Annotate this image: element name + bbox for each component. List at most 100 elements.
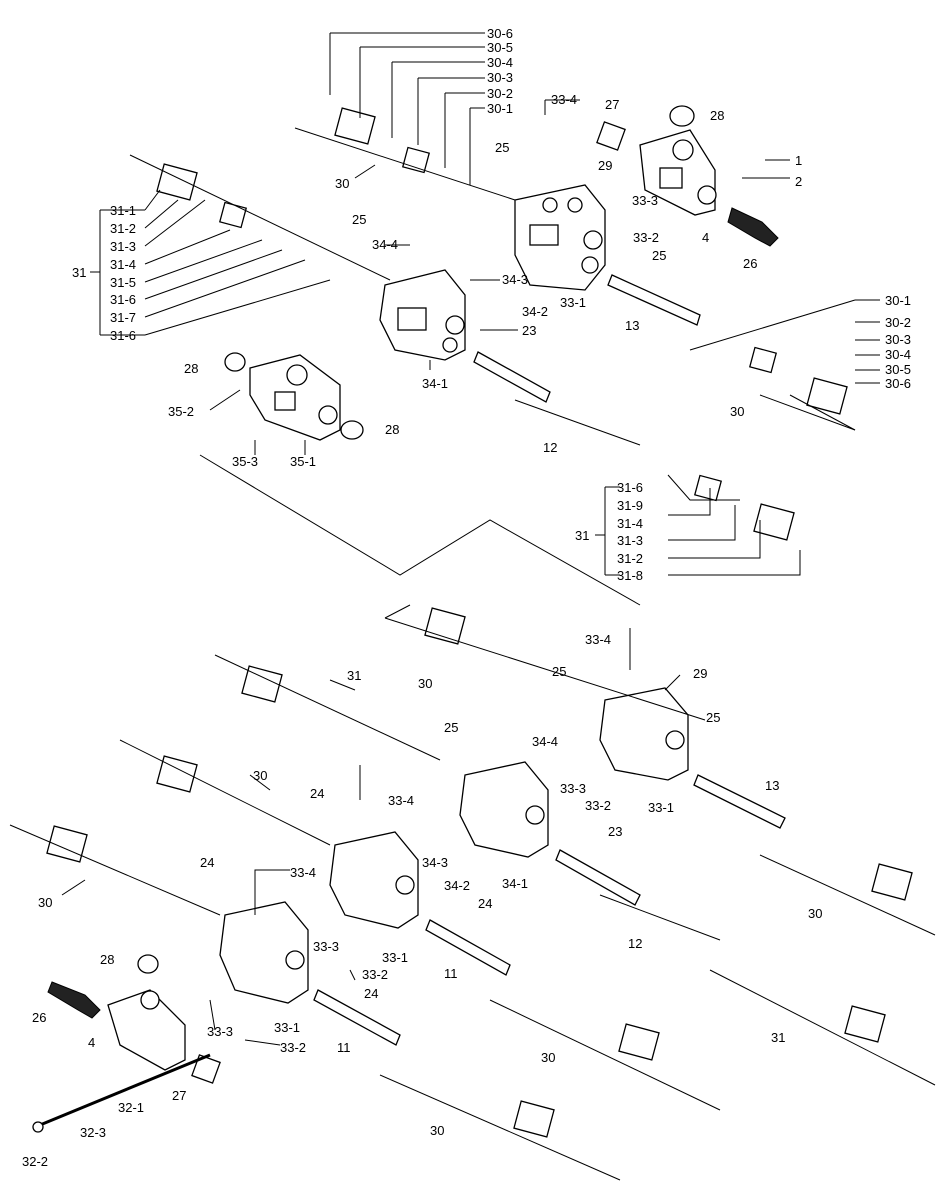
callout-30-2-top: 30-2: [487, 86, 513, 101]
spool-12-upper: [473, 351, 551, 403]
callout-30-6-right: 30-6: [885, 376, 911, 391]
spring-cap-30-lower-b: [156, 755, 198, 793]
leader-lines: [9, 32, 936, 1181]
callout-25-lower-c: 25: [444, 720, 458, 735]
port-icon: [581, 256, 599, 274]
tie-bolt-32-1: [39, 1053, 211, 1127]
callout-labels: 30-6 30-5 30-4 30-3 30-2 30-1 30 33-4 27…: [22, 26, 911, 1169]
valve-housing-detail: [529, 224, 559, 246]
callout-24-lower-c: 24: [478, 896, 492, 911]
cover-plate: [659, 167, 683, 189]
spring-cap-31-2-upper: [156, 163, 198, 201]
callout-26-lower: 26: [32, 1010, 46, 1025]
end-cover-4-lower: [107, 989, 186, 1071]
callout-11-lower-b: 11: [337, 1040, 351, 1055]
cap-28-right: [340, 420, 364, 440]
callout-30-1-right: 30-1: [885, 293, 911, 308]
callout-27-lower: 27: [172, 1088, 186, 1103]
spring-icon: [748, 346, 778, 374]
callout-31-2-right: 31-2: [617, 551, 643, 566]
spring-cap-30-5-upper: [334, 107, 376, 145]
callout-32-1: 32-1: [118, 1100, 144, 1115]
callout-30-2-right: 30-2: [885, 315, 911, 330]
port-icon: [542, 197, 558, 213]
callout-31-lower-right: 31: [771, 1030, 785, 1045]
callout-23-top: 23: [522, 323, 536, 338]
callout-33-3-lower-b: 33-3: [313, 939, 339, 954]
callout-2: 2: [795, 174, 802, 189]
callout-34-1-lower: 34-1: [502, 876, 528, 891]
callout-29-lower: 29: [693, 666, 707, 681]
callout-33-2-lower-c: 33-2: [280, 1040, 306, 1055]
nut-32-2: [32, 1121, 44, 1133]
callout-26-top: 26: [743, 256, 757, 271]
port-icon: [140, 990, 160, 1010]
plug-27-lower: [191, 1054, 221, 1084]
callout-28-top: 28: [710, 108, 724, 123]
callout-35-3: 35-3: [232, 454, 258, 469]
spool-12-lower: [555, 849, 641, 906]
callout-30-lower-b: 30: [253, 768, 267, 783]
callout-4-lower: 4: [88, 1035, 95, 1050]
callout-31-6-left-b: 31-6: [110, 328, 136, 343]
port-icon: [285, 950, 305, 970]
callout-33-3-top: 33-3: [632, 193, 658, 208]
callout-30-lower-d: 30: [808, 906, 822, 921]
callout-23-lower: 23: [608, 824, 622, 839]
callout-11-lower-a: 11: [444, 966, 458, 981]
callout-31-3-left: 31-3: [110, 239, 136, 254]
callout-30-3-right: 30-3: [885, 332, 911, 347]
callout-33-1-top: 33-1: [560, 295, 586, 310]
callout-28-right: 28: [385, 422, 399, 437]
callout-30-1-top: 30-1: [487, 101, 513, 116]
callout-34-3-lower: 34-3: [422, 855, 448, 870]
callout-30-lower-c: 30: [38, 895, 52, 910]
callout-31-2-left: 31-2: [110, 221, 136, 236]
callout-24-lower-a: 24: [310, 786, 324, 801]
callout-34-1-top: 34-1: [422, 376, 448, 391]
callout-31-4-left: 31-4: [110, 257, 136, 272]
callout-31-1-left: 31-1: [110, 203, 136, 218]
parts-drawings: [32, 105, 913, 1138]
callout-34-4-lower: 34-4: [532, 734, 558, 749]
spring-cap-30-lower-a: [424, 607, 466, 645]
spool-11-upper: [425, 919, 511, 976]
valve-housing-33-1-lower-c: [219, 901, 309, 1004]
port-icon: [318, 405, 338, 425]
callout-34-2-lower: 34-2: [444, 878, 470, 893]
callout-31-right: 31: [575, 528, 589, 543]
spring-cap-31-lower: [241, 665, 283, 703]
callout-24-lower-d: 24: [364, 986, 378, 1001]
callout-4-top: 4: [702, 230, 709, 245]
port-icon: [672, 139, 694, 161]
port-icon: [286, 364, 308, 386]
cover-plate: [274, 391, 296, 411]
callout-33-3-lower-a: 33-3: [560, 781, 586, 796]
plug-27-upper: [596, 121, 626, 151]
callout-30-4-right: 30-4: [885, 347, 911, 362]
spring-icon: [218, 201, 248, 229]
callout-31-3-right: 31-3: [617, 533, 643, 548]
callout-30-right: 30: [730, 404, 744, 419]
callout-31-4-right: 31-4: [617, 516, 643, 531]
callout-32-3: 32-3: [80, 1125, 106, 1140]
spring-cap-30-lower-f: [513, 1100, 555, 1138]
callout-30-4-top: 30-4: [487, 55, 513, 70]
spool-13-lower: [693, 774, 786, 829]
callout-33-4-lower-b: 33-4: [388, 793, 414, 808]
callout-1: 1: [795, 153, 802, 168]
spring-cap-30-5-right: [806, 377, 848, 415]
cap-28-upper: [669, 105, 695, 127]
callout-31-5-left: 31-5: [110, 275, 136, 290]
callout-30-top: 30: [335, 176, 349, 191]
callout-13-top: 13: [625, 318, 639, 333]
port-icon: [665, 730, 685, 750]
callout-24-lower-b: 24: [200, 855, 214, 870]
callout-34-4-top: 34-4: [372, 237, 398, 252]
callout-28-lower: 28: [100, 952, 114, 967]
cap-28-lower: [137, 954, 159, 974]
callout-30-5-top: 30-5: [487, 40, 513, 55]
callout-34-3-top: 34-3: [502, 272, 528, 287]
port-icon: [442, 337, 458, 353]
